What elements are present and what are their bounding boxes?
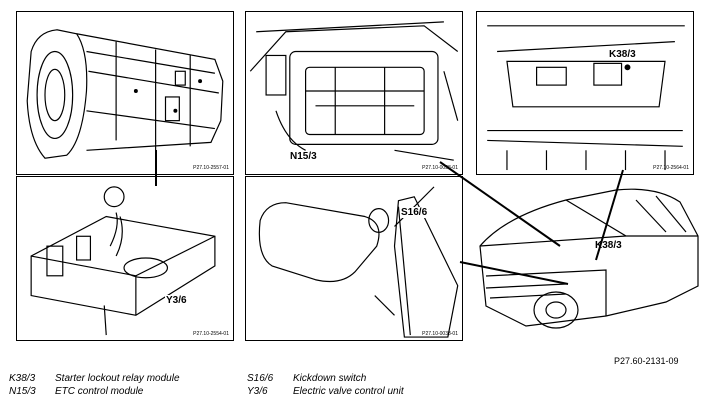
diagram-reference-code: P27.60-2131-09 bbox=[614, 356, 679, 366]
legend-description: Kickdown switch bbox=[293, 373, 367, 384]
pedal-figure: S16/6 P27.10-0038-01 bbox=[245, 176, 463, 341]
relay-module-figure-code: P27.10-2564-01 bbox=[653, 165, 689, 171]
legend-code: N15/3 bbox=[9, 386, 36, 397]
relay-module-drawing bbox=[487, 25, 685, 171]
engine-bay-figure-code: P27.10-0038-01 bbox=[422, 165, 458, 171]
legend-description: Electric valve control unit bbox=[293, 386, 404, 397]
legend-description: ETC control module bbox=[55, 386, 144, 397]
legend-code: S16/6 bbox=[247, 373, 274, 384]
relay-module-callout-label: K38/3 bbox=[608, 49, 637, 60]
valve-unit-callout-label: Y3/6 bbox=[165, 295, 188, 306]
relay-module-figure: K38/3 P27.10-2564-01 bbox=[476, 11, 694, 175]
legend-code: K38/3 bbox=[9, 373, 36, 384]
engine-bay-callout-label: N15/3 bbox=[289, 151, 318, 162]
vehicle-drawing bbox=[479, 188, 699, 329]
engine-bay-figure: N15/3 P27.10-0038-01 bbox=[245, 11, 463, 175]
valve-unit-figure: Y3/6 P27.10-2554-01 bbox=[16, 176, 234, 341]
transmission-drawing bbox=[26, 29, 224, 173]
vehicle-callout-label: K38/3 bbox=[594, 240, 623, 251]
transmission-figure-code: P27.10-2557-01 bbox=[193, 165, 229, 171]
valve-unit-figure-code: P27.10-2554-01 bbox=[193, 331, 229, 337]
engine-bay-drawing bbox=[249, 21, 459, 161]
transmission-figure: P27.10-2557-01 bbox=[16, 11, 234, 175]
pedal-drawing bbox=[258, 186, 459, 338]
legend-code: Y3/6 bbox=[247, 386, 268, 397]
vehicle-figure: K38/3 bbox=[466, 176, 700, 346]
pedal-figure-code: P27.10-0038-01 bbox=[422, 331, 458, 337]
legend-description: Starter lockout relay module bbox=[55, 373, 180, 384]
pedal-callout-label: S16/6 bbox=[400, 207, 429, 218]
valve-unit-drawing bbox=[30, 186, 216, 336]
